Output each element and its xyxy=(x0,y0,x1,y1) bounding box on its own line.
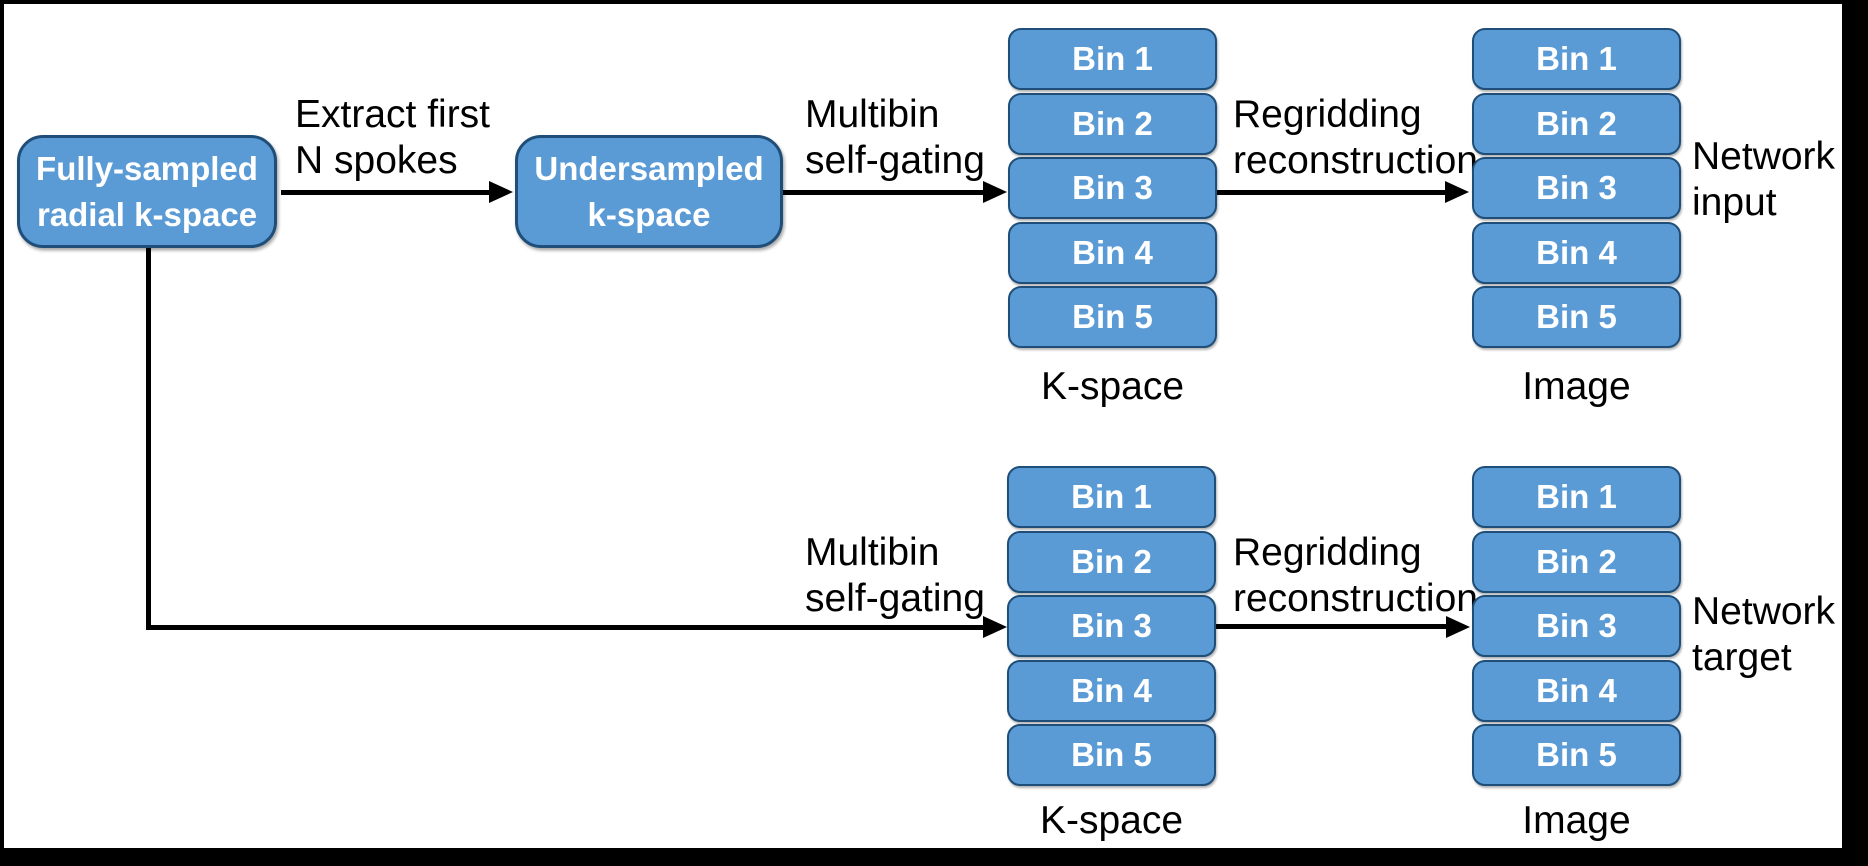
arrow-extract-head xyxy=(489,181,513,203)
stack-image-target: Bin 1 Bin 2 Bin 3 Bin 4 Bin 5 xyxy=(1472,466,1681,786)
node-fully-sampled: Fully-sampled radial k-space xyxy=(17,135,277,248)
arrow-extract-line xyxy=(281,190,490,195)
node-undersampled: Undersampled k-space xyxy=(515,135,783,248)
node-fully-sampled-line2: radial k-space xyxy=(36,195,258,233)
bin: Bin 1 xyxy=(1008,28,1217,90)
label-extract-first-line1: Extract first xyxy=(295,93,491,136)
label-network-target: Network target xyxy=(1692,589,1835,681)
caption-kspace-input: K-space xyxy=(1040,365,1185,408)
arrow-regridding-bottom-head xyxy=(1446,616,1470,638)
caption-image-target: Image xyxy=(1522,799,1631,842)
label-multibin-bottom-line1: Multibin xyxy=(805,531,940,574)
bin: Bin 5 xyxy=(1007,724,1216,786)
bin: Bin 2 xyxy=(1007,530,1216,593)
bin: Bin 3 xyxy=(1472,595,1681,657)
label-multibin-bottom-line2: self-gating xyxy=(805,577,985,620)
caption-image-input: Image xyxy=(1522,365,1631,408)
bin: Bin 3 xyxy=(1008,157,1217,219)
arrow-regridding-top-head xyxy=(1445,181,1469,203)
bin: Bin 4 xyxy=(1007,659,1216,722)
label-regridding-bottom-line2: reconstruction xyxy=(1233,577,1478,620)
bin: Bin 3 xyxy=(1472,157,1681,219)
stack-kspace-input: Bin 1 Bin 2 Bin 3 Bin 4 Bin 5 xyxy=(1008,28,1217,348)
label-regridding-top-line1: Regridding xyxy=(1233,93,1422,136)
label-regridding-bottom-line1: Regridding xyxy=(1233,531,1422,574)
label-regridding-top-line2: reconstruction xyxy=(1233,139,1478,182)
arrow-regridding-bottom-line xyxy=(1216,624,1446,629)
bin: Bin 5 xyxy=(1008,286,1217,348)
label-extract-first: Extract first N spokes xyxy=(295,92,490,184)
label-network-input-line2: input xyxy=(1692,181,1777,224)
bin: Bin 1 xyxy=(1472,466,1681,528)
elbow-connector-vertical xyxy=(146,248,151,630)
elbow-connector-horizontal xyxy=(146,625,983,630)
bin: Bin 5 xyxy=(1472,724,1681,786)
elbow-connector-head xyxy=(983,616,1007,638)
bin: Bin 4 xyxy=(1472,659,1681,722)
label-network-input: Network input xyxy=(1692,134,1835,226)
node-undersampled-line2: k-space xyxy=(587,195,711,233)
node-undersampled-line1: Undersampled xyxy=(534,149,764,187)
arrow-multibin-top-head xyxy=(983,181,1007,203)
label-network-input-line1: Network xyxy=(1692,135,1836,178)
label-extract-first-line2: N spokes xyxy=(295,139,458,182)
bin: Bin 1 xyxy=(1007,466,1216,528)
bin: Bin 5 xyxy=(1472,286,1681,348)
arrow-regridding-top-line xyxy=(1217,190,1445,195)
bin: Bin 2 xyxy=(1008,92,1217,155)
bin: Bin 4 xyxy=(1472,221,1681,284)
label-regridding-bottom: Regridding reconstruction xyxy=(1233,530,1478,622)
stack-kspace-target: Bin 1 Bin 2 Bin 3 Bin 4 Bin 5 xyxy=(1007,466,1216,786)
caption-kspace-target: K-space xyxy=(1039,799,1184,842)
bin: Bin 2 xyxy=(1472,530,1681,593)
label-multibin-top-line1: Multibin xyxy=(805,93,940,136)
label-network-target-line1: Network xyxy=(1692,590,1836,633)
stack-image-input: Bin 1 Bin 2 Bin 3 Bin 4 Bin 5 xyxy=(1472,28,1681,348)
bin: Bin 4 xyxy=(1008,221,1217,284)
label-multibin-bottom: Multibin self-gating xyxy=(805,530,985,622)
arrow-multibin-top-line xyxy=(783,190,983,195)
label-multibin-top-line2: self-gating xyxy=(805,139,985,182)
bin: Bin 2 xyxy=(1472,92,1681,155)
node-fully-sampled-line1: Fully-sampled xyxy=(36,149,258,187)
label-multibin-top: Multibin self-gating xyxy=(805,92,985,184)
bin: Bin 3 xyxy=(1007,595,1216,657)
label-regridding-top: Regridding reconstruction xyxy=(1233,92,1478,184)
label-network-target-line2: target xyxy=(1692,636,1792,679)
bin: Bin 1 xyxy=(1472,28,1681,90)
diagram-canvas: Fully-sampled radial k-space Extract fir… xyxy=(4,4,1842,848)
